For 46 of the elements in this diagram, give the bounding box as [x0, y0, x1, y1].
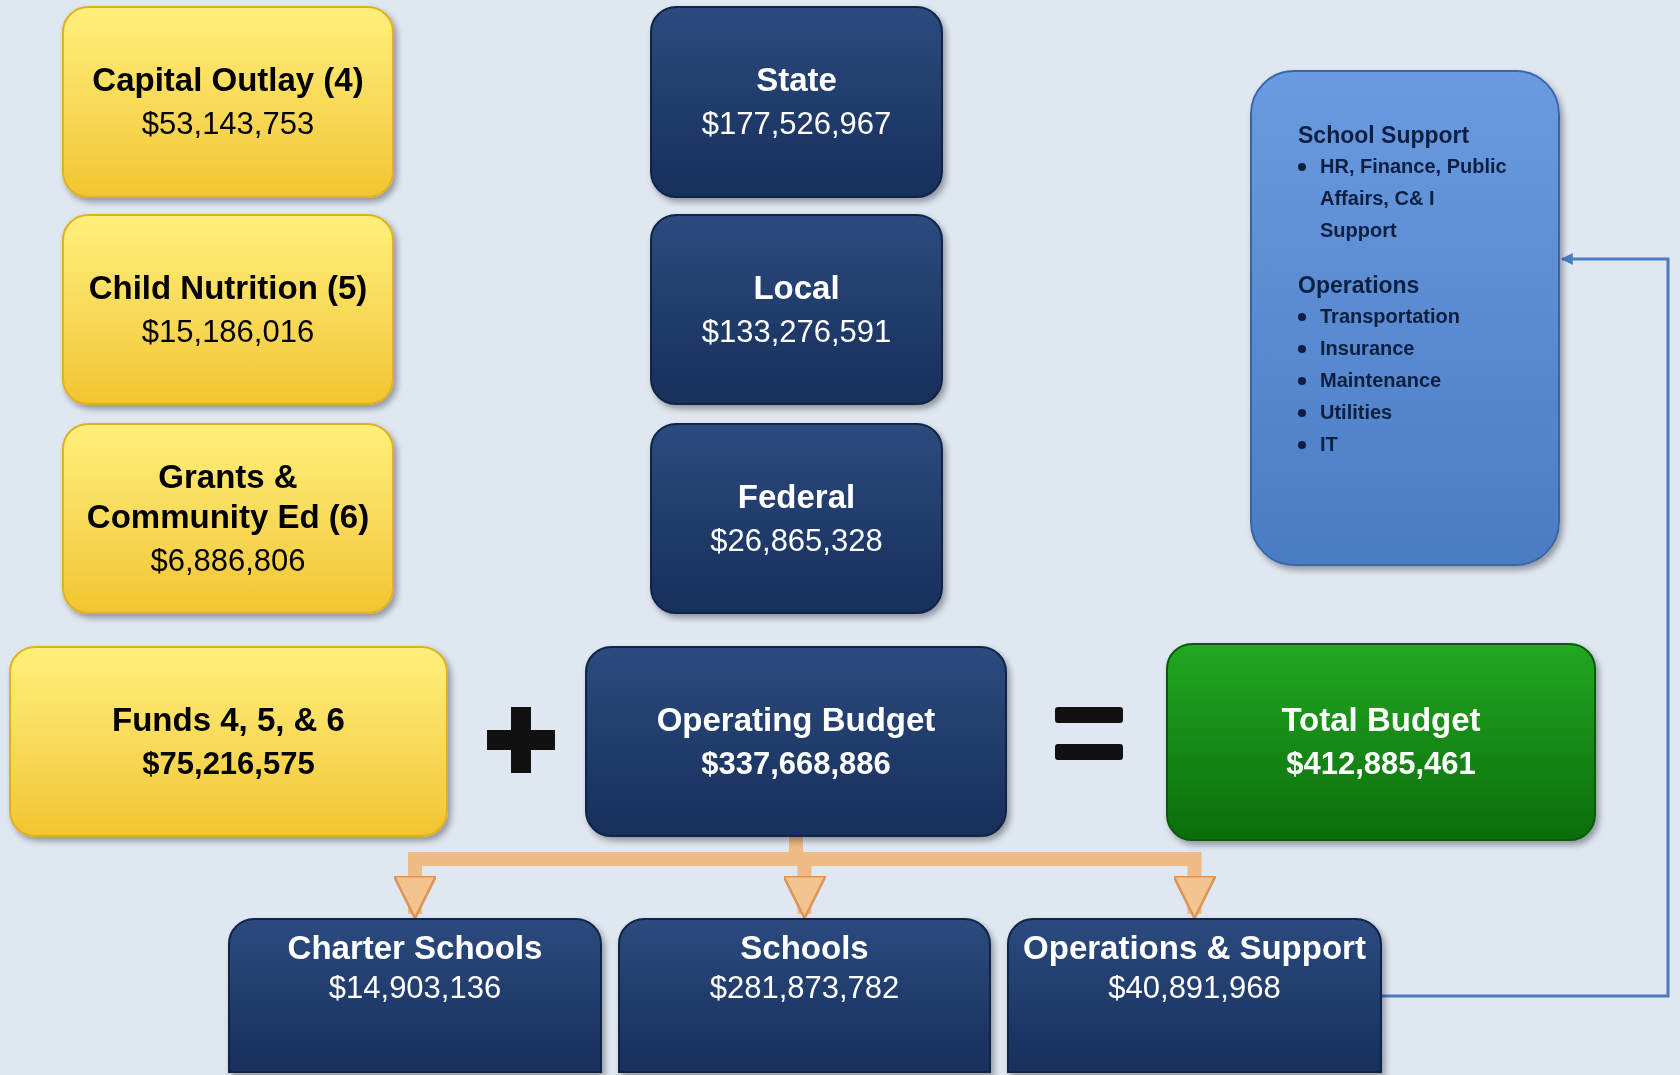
amount-text: $281,873,782 [709, 969, 900, 1007]
amount-text: $53,143,753 [141, 105, 315, 143]
list-heading: School Support [1298, 121, 1471, 150]
box-title: Operating Budget [656, 699, 936, 740]
fund-box [62, 214, 394, 405]
box-title: Local [753, 267, 840, 308]
revenue-box [650, 6, 943, 198]
box-title: Total Budget [1281, 700, 1481, 740]
amount-text: $40,891,968 [1108, 969, 1281, 1007]
amount-text: $26,865,328 [710, 521, 883, 560]
amount-text: $15,186,016 [141, 312, 315, 351]
allocation-box [228, 918, 602, 1073]
fund-box [62, 6, 394, 198]
list-item: Transportation [1320, 304, 1460, 329]
box-title: State [756, 60, 837, 100]
operating-budget-box [585, 646, 1007, 837]
revenue-box [650, 423, 943, 614]
box-title: Grants & Community Ed (6) [85, 456, 371, 537]
box-title: Schools [740, 928, 869, 968]
amount-text: $14,903,136 [328, 969, 502, 1007]
amount-text: $6,886,806 [150, 541, 306, 580]
amount-text: $133,276,591 [701, 312, 892, 351]
list-item: Maintenance [1320, 368, 1442, 393]
box-title: Capital Outlay (4) [92, 60, 364, 100]
list-item: IT [1320, 432, 1338, 457]
allocation-box [618, 918, 991, 1073]
funds-total-box [9, 646, 448, 837]
total-budget-box [1166, 643, 1596, 841]
list-item: Insurance [1320, 336, 1415, 361]
box-title: Federal [737, 476, 856, 517]
box-title: Charter Schools [287, 928, 543, 968]
allocation-box [1007, 918, 1382, 1073]
amount-text: $412,885,461 [1286, 745, 1476, 783]
revenue-box [650, 214, 943, 405]
list-item: HR, Finance, Public Affairs, C& I Support [1320, 154, 1508, 243]
amount-text: $177,526,967 [701, 105, 892, 143]
amount-text: $337,668,886 [701, 744, 891, 783]
box-title: Child Nutrition (5) [88, 267, 368, 308]
amount-text: $75,216,575 [142, 744, 315, 783]
box-title: Operations & Support [1023, 928, 1366, 968]
support-list-box [1250, 70, 1560, 566]
list-item: Utilities [1320, 400, 1393, 425]
arrow [1382, 253, 1670, 998]
box-title: Funds 4, 5, & 6 [112, 699, 345, 740]
list-heading: Operations [1298, 271, 1421, 300]
fund-box [62, 423, 394, 614]
